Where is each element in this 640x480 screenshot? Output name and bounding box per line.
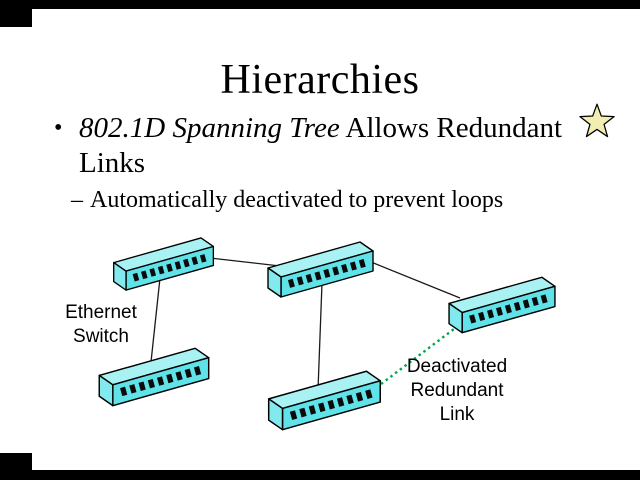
ethernet-switch-label-line1: Ethernet (65, 302, 137, 323)
letterbox-bottom-bar (0, 470, 640, 480)
ethernet-switch-top-left-icon (108, 234, 220, 295)
bullet-marker: • (54, 115, 63, 141)
deactivated-redundant-link-line (380, 325, 459, 385)
bullet-item: • 802.1D Spanning Tree Allows Redundant L… (54, 111, 593, 181)
sub-bullet-marker: – (71, 187, 83, 213)
ethernet-switch-bottom-left-icon (93, 344, 216, 411)
sub-bullet-item: –Automatically deactivated to prevent lo… (71, 186, 503, 215)
corner-block-bottom-left (0, 453, 32, 480)
ethernet-switch-bottom-middle-icon (262, 367, 388, 435)
letterbox-top-bar (0, 0, 640, 9)
link-topmiddle-bottommiddle (317, 282, 323, 391)
slide-title: Hierarchies (220, 57, 420, 103)
ethernet-switch-top-middle-icon (262, 238, 380, 302)
link-topleft-topmiddle (209, 257, 281, 267)
bullet-text-italic: 802.1D Spanning Tree (79, 112, 340, 144)
deactivated-link-label-line1: Deactivated (406, 356, 508, 377)
corner-block-top-left (0, 0, 32, 27)
link-topmiddle-right (370, 261, 461, 299)
bullet-text-line2: Links (79, 146, 146, 179)
deactivated-link-label: Deactivated Redundant Link (392, 355, 522, 426)
ethernet-switch-label: Ethernet Switch (38, 301, 164, 349)
ethernet-switch-label-line2: Switch (73, 325, 129, 347)
bullet-text-regular: Allows Redundant (339, 112, 563, 144)
deactivated-link-label-line3: Link (439, 403, 475, 425)
link-topleft-bottomleft (150, 277, 161, 363)
deactivated-link-label-line2: Redundant (410, 379, 504, 401)
star-icon (579, 103, 615, 138)
star-shape (579, 103, 615, 138)
ethernet-switch-right-icon (443, 273, 562, 338)
sub-bullet-text: Automatically deactivated to prevent loo… (90, 187, 504, 213)
